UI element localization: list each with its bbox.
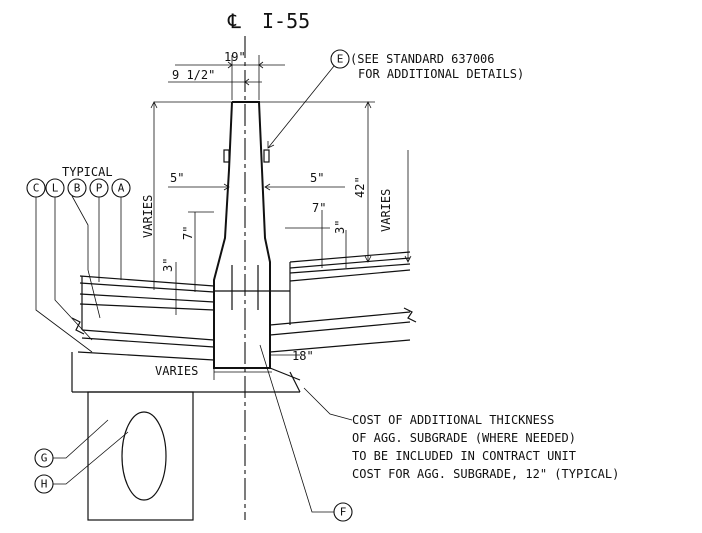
dim-18: 18" — [292, 349, 314, 363]
dim-42-label: 42" — [353, 176, 367, 198]
bubble-c-label: C — [33, 182, 40, 195]
varies-right-label: VARIES — [379, 189, 393, 232]
bubble-e-label: E — [337, 53, 344, 66]
leader-cost — [303, 387, 353, 421]
bubble-g-label: G — [41, 452, 48, 465]
drain-pipe — [121, 411, 167, 501]
dim-7-left: 7" — [181, 226, 195, 240]
centerline-symbol: ℄ — [227, 9, 241, 33]
bubble-l-label: L — [52, 182, 59, 195]
dim-5-right: 5" — [310, 171, 324, 185]
bubble-f-label: F — [340, 506, 347, 519]
dim-3-right: 3" — [333, 220, 347, 234]
typical-label: TYPICAL — [62, 165, 113, 179]
leader-e — [267, 65, 335, 149]
bubble-e — [330, 49, 350, 69]
pavement-left — [71, 275, 300, 393]
dim-19: 19" — [224, 50, 246, 64]
footing — [87, 391, 194, 521]
note-cost-line2: OF AGG. SUBGRADE (WHERE NEEDED) — [352, 431, 576, 445]
varies-left-label: VARIES — [141, 195, 155, 238]
leader-f — [259, 344, 334, 513]
dim-5-left: 5" — [170, 171, 184, 185]
leader-g — [53, 419, 109, 459]
bubble-b-label: B — [74, 182, 81, 195]
leader-b — [71, 195, 101, 319]
leader-l — [54, 197, 93, 341]
dimension-top — [168, 55, 285, 100]
bubble-a-label: A — [118, 182, 125, 195]
bubble-b — [67, 178, 87, 198]
dim-7-right: 7" — [312, 201, 326, 215]
leader-c — [35, 197, 93, 353]
dim-3-left: 3" — [161, 258, 175, 272]
bubble-h-label: H — [41, 478, 48, 491]
bubble-row: C L B P A — [26, 178, 131, 198]
leader-h — [53, 431, 129, 485]
dim-9-half: 9 1/2" — [172, 68, 215, 82]
note-standard-line1: (SEE STANDARD 637006 — [350, 52, 495, 66]
pavement-right — [269, 251, 417, 393]
bubble-p-label: P — [96, 182, 103, 195]
note-standard-line2: FOR ADDITIONAL DETAILS) — [358, 67, 524, 81]
drawing-title: I-55 — [262, 9, 310, 33]
concrete-barrier — [213, 101, 290, 369]
note-cost-line1: COST OF ADDITIONAL THICKNESS — [352, 413, 554, 427]
note-cost-line4: COST FOR AGG. SUBGRADE, 12" (TYPICAL) — [352, 467, 619, 481]
varies-bottom-label: VARIES — [155, 364, 198, 378]
note-cost-line3: TO BE INCLUDED IN CONTRACT UNIT — [352, 449, 576, 463]
